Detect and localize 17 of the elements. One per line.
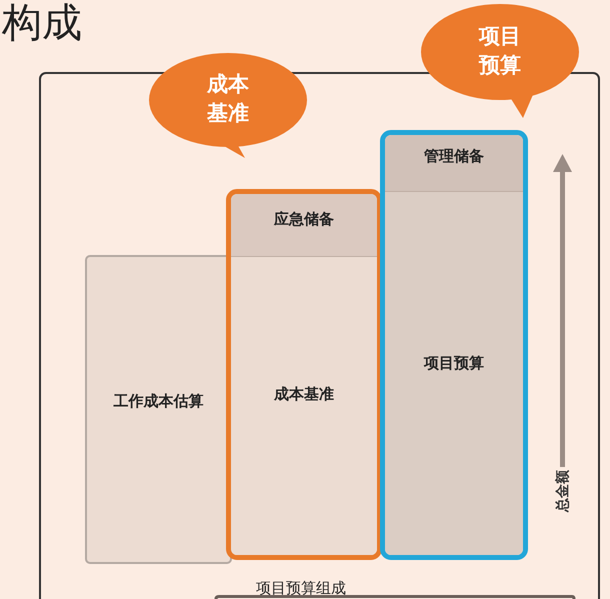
bar-label: 应急储备 bbox=[272, 210, 335, 229]
outlined-group-box bbox=[226, 189, 382, 560]
estimate-bar bbox=[85, 255, 232, 564]
frame-caption: 项目预算组成 bbox=[255, 579, 347, 598]
outlined-group-box bbox=[380, 130, 528, 560]
axis-label: 总金额 bbox=[554, 469, 572, 514]
bar-label: 工作成本估算 bbox=[112, 392, 204, 411]
bar-label: 成本基准 bbox=[272, 385, 335, 404]
bar-label: 项目预算 bbox=[422, 354, 485, 373]
bar-label: 管理储备 bbox=[423, 147, 485, 166]
bar-section bbox=[385, 135, 523, 192]
bar-section bbox=[231, 194, 377, 257]
bubble-label: 项目预算 bbox=[478, 23, 522, 79]
bar-section bbox=[231, 257, 377, 555]
bar-section bbox=[385, 192, 523, 555]
bubble-label: 成本基准 bbox=[206, 71, 250, 127]
title: 构成 bbox=[2, 0, 82, 46]
